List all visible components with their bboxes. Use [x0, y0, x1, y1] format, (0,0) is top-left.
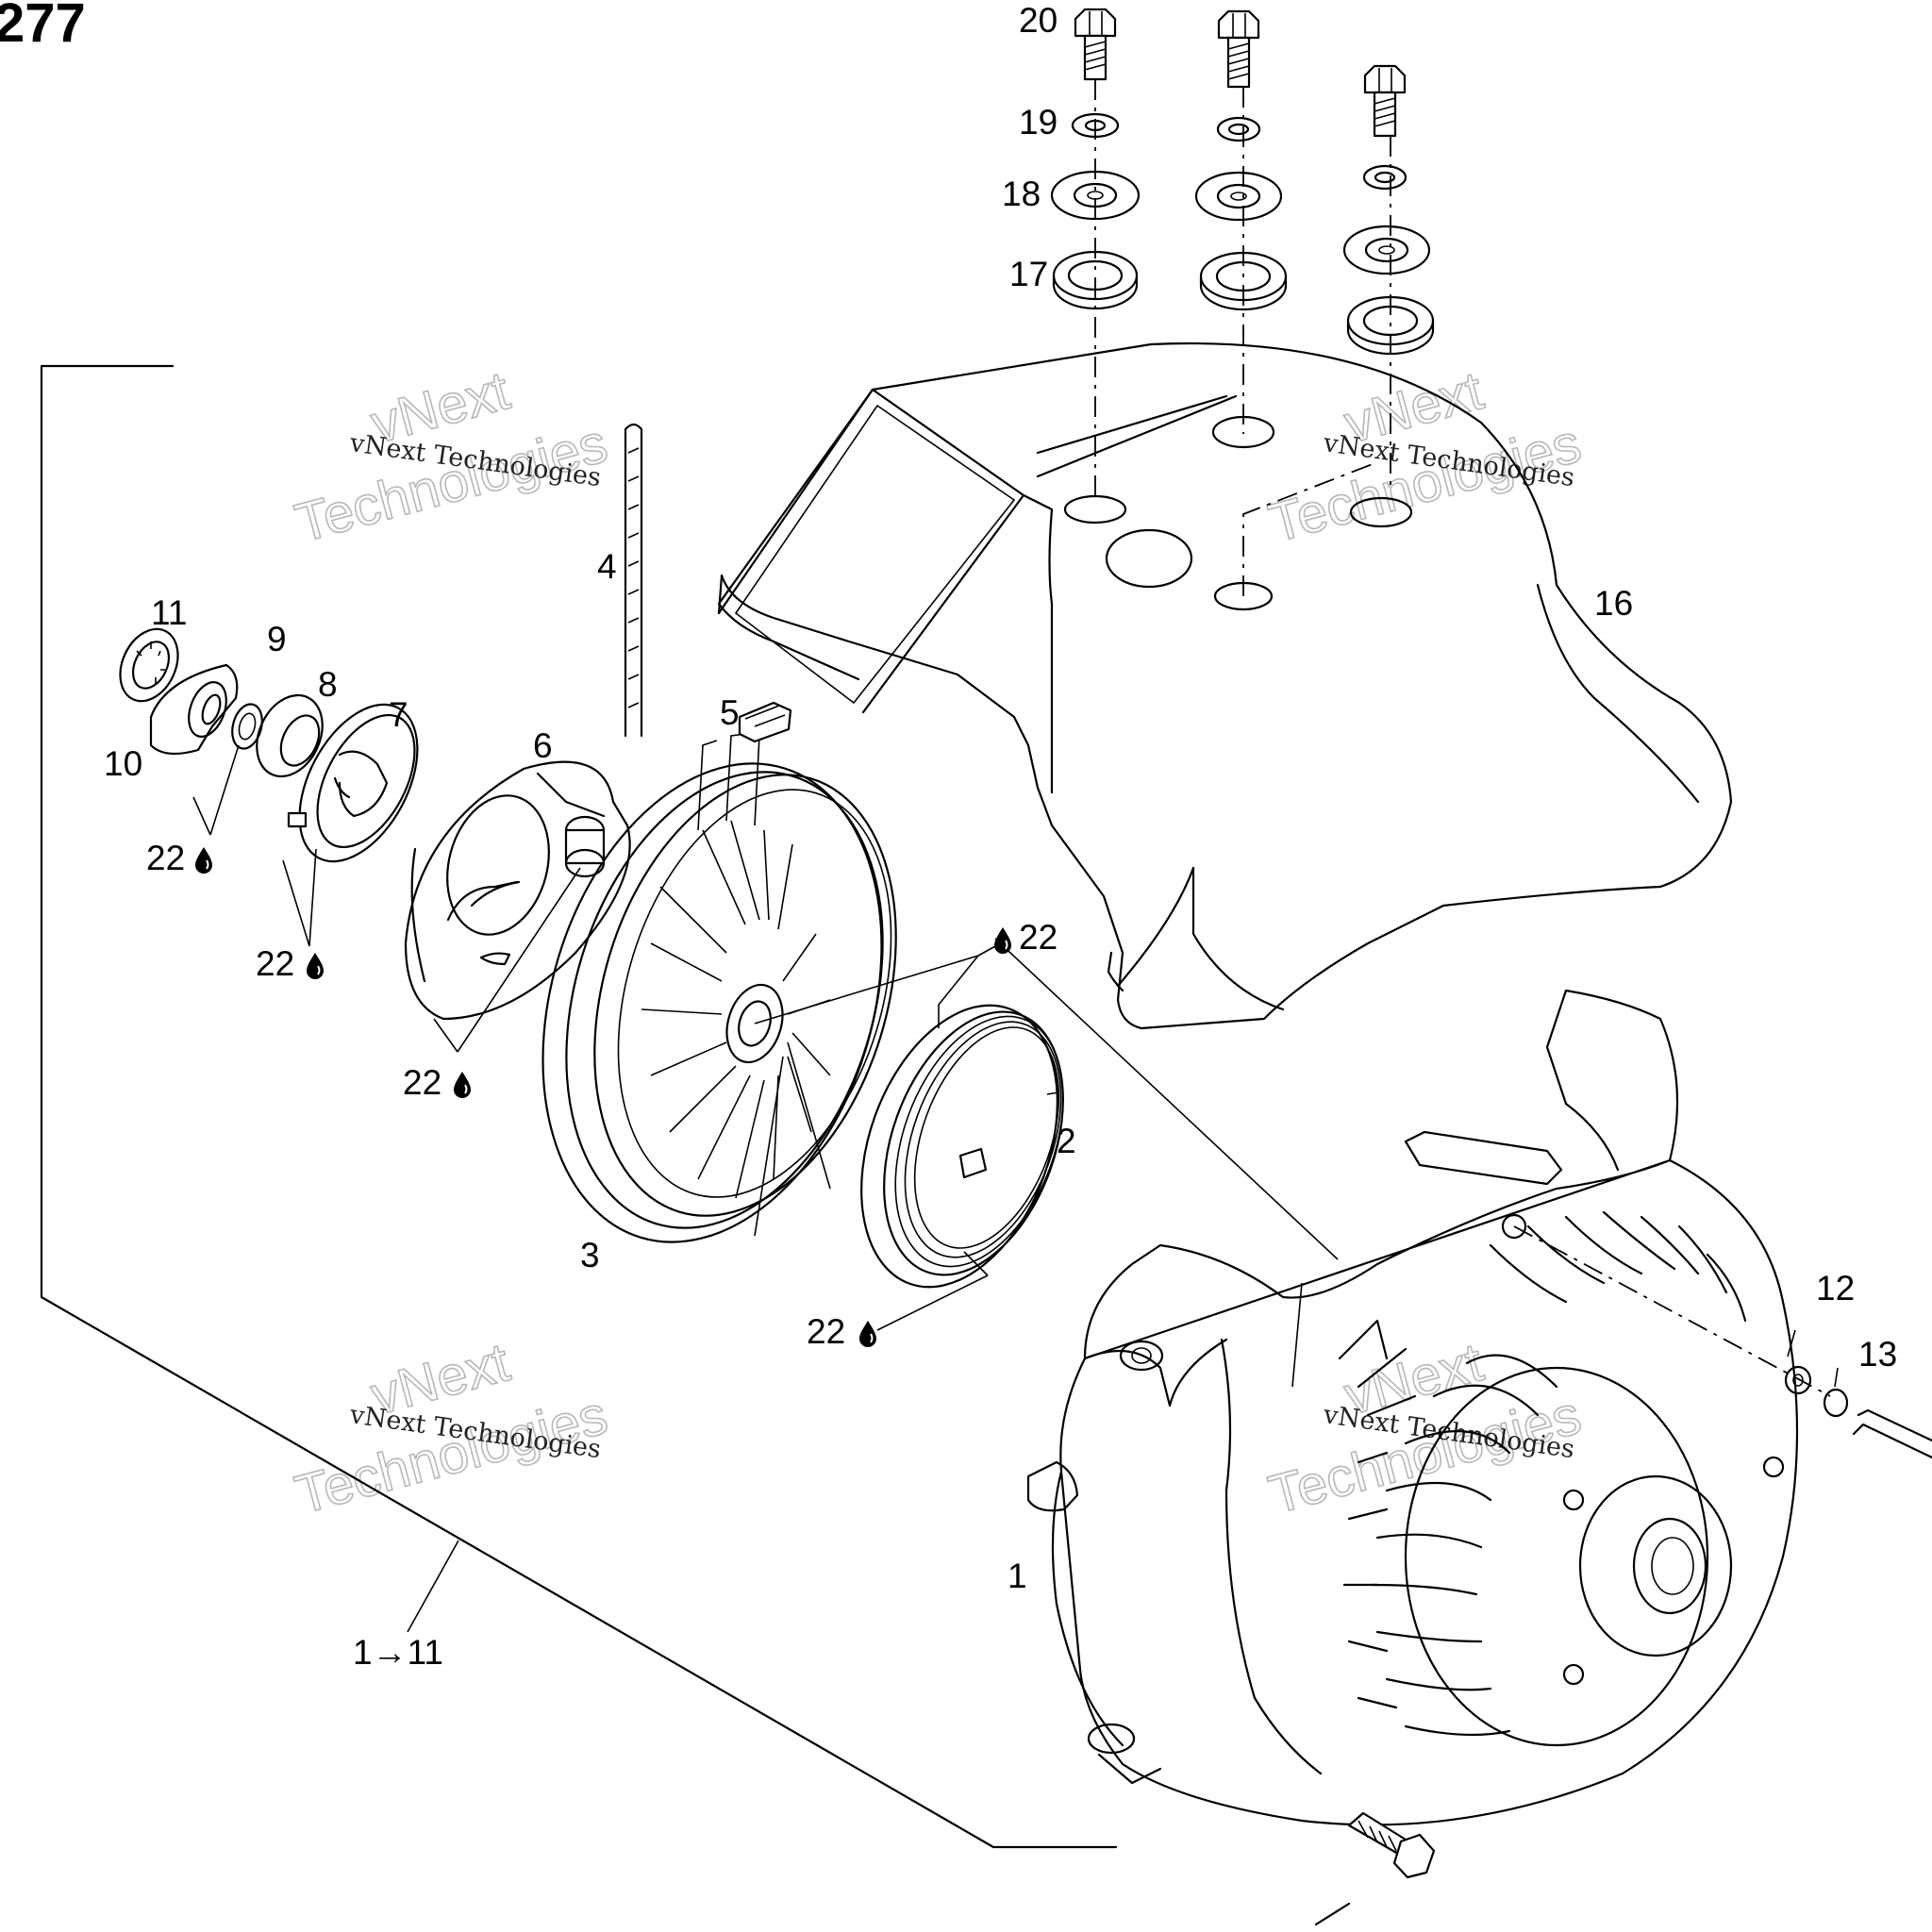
watermark-bottom-left: vNext Technologies vNext Technologies	[289, 1331, 614, 1527]
callout-4: 4	[597, 547, 617, 586]
grease-drop-icon	[194, 846, 213, 874]
part-12-washer	[1784, 1365, 1812, 1395]
callout-8: 8	[318, 665, 338, 704]
bottom-bolt	[1314, 1811, 1436, 1926]
part-5-key	[738, 701, 792, 743]
callout-17: 17	[1009, 255, 1048, 293]
part-4-rope	[624, 423, 643, 738]
grease-drop-icon	[453, 1071, 472, 1099]
bolt-stack-right	[1342, 64, 1435, 491]
callout-group-range: 1→11	[353, 1633, 443, 1672]
part-3-rope-pulley	[541, 733, 897, 1243]
grease-drop-icon	[993, 926, 1012, 955]
callout-6: 6	[533, 726, 553, 765]
side-bolt	[1852, 1408, 1932, 1459]
callout-18: 18	[1002, 175, 1041, 213]
callout-22-d: 22	[1019, 918, 1058, 957]
part-10-plate	[149, 663, 239, 756]
callout-22-e: 22	[807, 1312, 845, 1351]
part-11-retaining-ring	[119, 627, 179, 703]
part-13-lockwasher	[1823, 1388, 1849, 1418]
part-16-cover	[717, 341, 1733, 1030]
callout-5: 5	[720, 693, 740, 732]
callout-10: 10	[104, 744, 142, 783]
group-bracket	[40, 364, 1118, 1849]
callout-9: 9	[267, 620, 287, 658]
bolt-stack-left	[1050, 8, 1141, 500]
part-9-washer	[231, 703, 263, 750]
watermark-bottom-right: vNext Technologies vNext Technologies	[1262, 1331, 1588, 1527]
callout-12: 12	[1816, 1269, 1855, 1307]
bolt-stack-middle	[1194, 9, 1288, 434]
callout-22-b: 22	[256, 944, 294, 983]
callout-20: 20	[1019, 1, 1058, 40]
callout-3: 3	[580, 1236, 600, 1274]
callout-13: 13	[1858, 1335, 1897, 1374]
watermark-top-left: vNext Technologies vNext Technologies	[289, 359, 614, 556]
callout-7: 7	[389, 695, 408, 734]
grease-drop-icon	[306, 952, 325, 980]
part-2-recoil-spring	[860, 1004, 1064, 1289]
page-number: 277	[0, 0, 86, 54]
callout-22-c: 22	[403, 1063, 441, 1102]
part-6-pawl-housing	[404, 760, 631, 1021]
callout-2: 2	[1057, 1122, 1076, 1160]
callout-11: 11	[151, 593, 187, 632]
callout-1: 1	[1008, 1557, 1027, 1595]
callout-22-a: 22	[146, 839, 185, 877]
callout-16: 16	[1594, 584, 1633, 623]
grease-drop-icon	[858, 1320, 877, 1348]
group-leader-line	[407, 1540, 459, 1633]
callout-19: 19	[1019, 103, 1058, 142]
leader-lines	[192, 744, 1839, 1388]
part-1-blower-housing	[1026, 989, 1799, 1826]
part-7-pawl-wheel	[287, 703, 419, 863]
